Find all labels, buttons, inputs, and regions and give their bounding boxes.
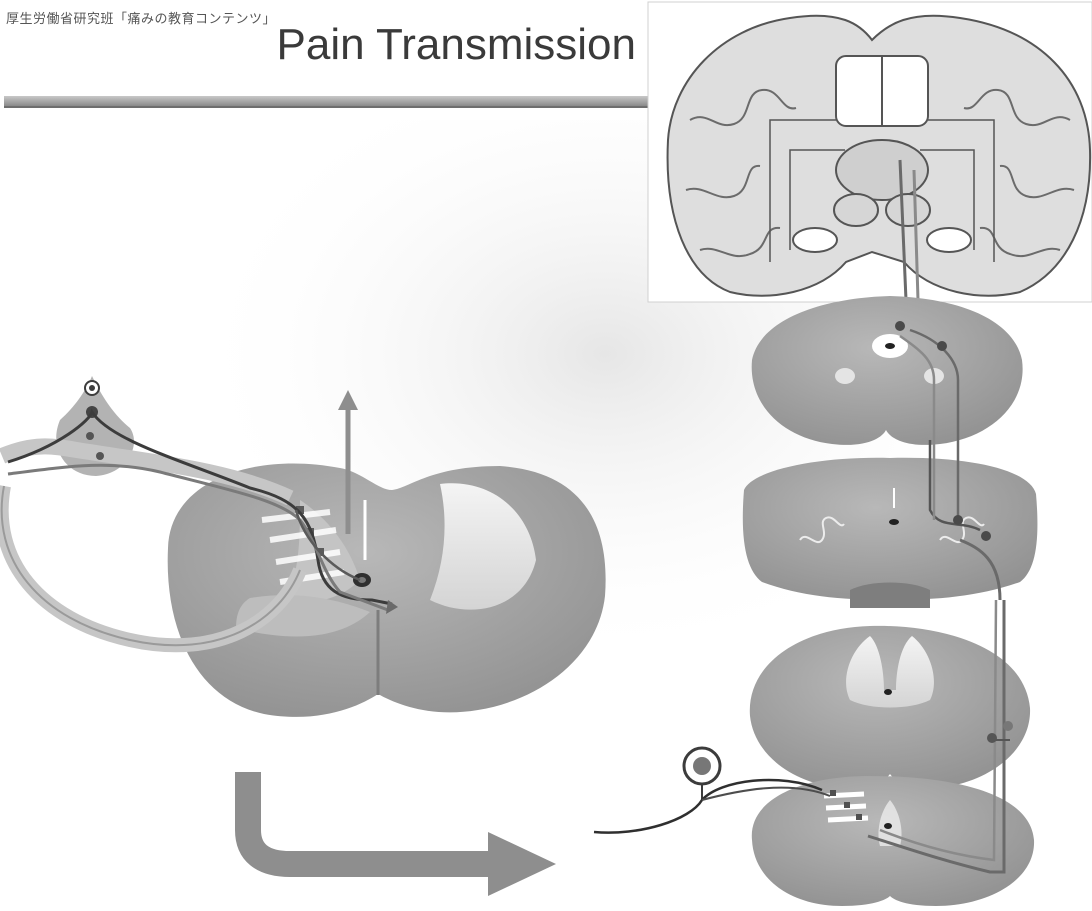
cord-outline [168,463,606,716]
ganglion-cell-4 [96,452,104,460]
lower-cord-section [752,776,1034,906]
medulla-canal [889,519,899,525]
medulla-section [743,458,1038,608]
midbrain-section [752,296,1023,445]
ganglion-cell-3 [86,432,94,440]
hippocampus-left [793,228,837,252]
hippocampus-right [927,228,971,252]
upper-cord-section [750,626,1030,788]
large-spinal-cord-section [168,463,606,716]
curved-arrow-right-icon [248,772,556,896]
brain-coronal-section [648,2,1092,302]
